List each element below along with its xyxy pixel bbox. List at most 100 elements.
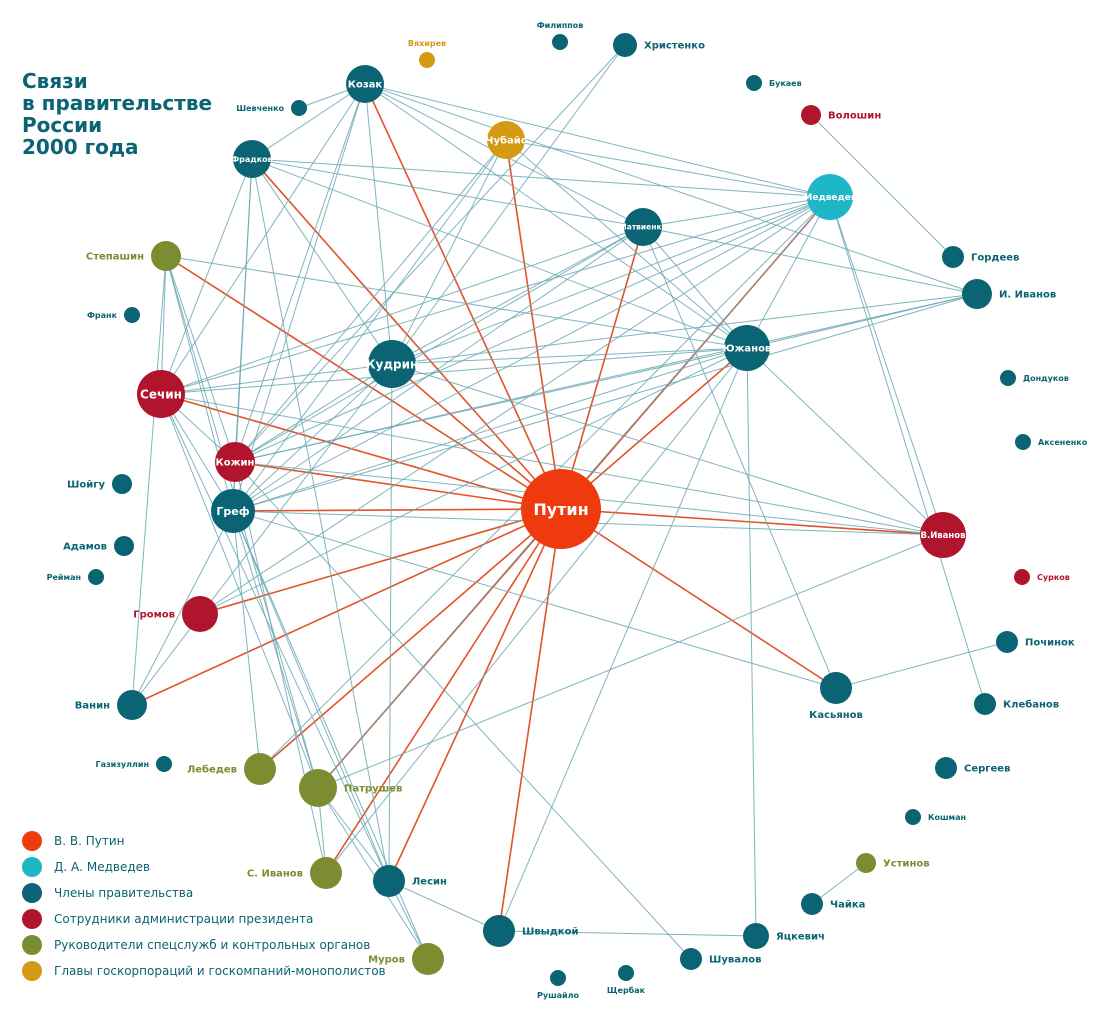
edge-kozak-kozhin bbox=[234, 83, 366, 463]
edge-shvydkoi-yuzhanov bbox=[498, 347, 748, 932]
node-label: Кожин bbox=[216, 458, 255, 469]
legend-item-security: Руководители спецслужб и контрольных орг… bbox=[22, 932, 386, 958]
node-label: Швыдкой bbox=[522, 927, 578, 938]
legend-label: Сотрудники администрации президента bbox=[54, 912, 314, 926]
edge-kudrin-vivanov bbox=[391, 363, 944, 536]
edge-vivanov-patrushev bbox=[317, 534, 944, 789]
node-adamov: Адамов bbox=[63, 536, 134, 556]
node-label: Аксененко bbox=[1038, 438, 1088, 447]
node-matvienko: Матвиенко bbox=[619, 208, 667, 246]
node-murov: Муров bbox=[368, 943, 444, 975]
node-circle bbox=[996, 631, 1018, 653]
node-shoigu: Шойгу bbox=[67, 474, 132, 494]
node-ustinov: Устинов bbox=[856, 853, 930, 873]
node-circle bbox=[124, 307, 140, 323]
node-lesin: Лесин bbox=[373, 865, 447, 897]
node-vanin: Ванин bbox=[75, 690, 147, 720]
edge-medvedev-vivanov bbox=[829, 196, 944, 536]
edge-iivanov-kudrin bbox=[391, 293, 978, 365]
legend-item-putin: В. В. Путин bbox=[22, 828, 386, 854]
legend-swatch bbox=[22, 857, 42, 877]
node-circle bbox=[117, 690, 147, 720]
edge-yuzhanov-sivanov bbox=[325, 347, 748, 874]
node-label: Филиппов bbox=[537, 21, 584, 30]
node-circle bbox=[743, 923, 769, 949]
node-circle bbox=[746, 75, 762, 91]
node-dondukov: Дондуков bbox=[1000, 370, 1069, 386]
node-circle bbox=[487, 121, 525, 159]
node-circle bbox=[419, 52, 435, 68]
edge-gref-patrushev bbox=[232, 510, 319, 789]
edge-putin-yuzhanov bbox=[560, 347, 748, 510]
node-label: Лебедев bbox=[187, 764, 237, 776]
edge-yuzhanov-gref bbox=[232, 347, 748, 512]
edge-sechin-lesin bbox=[160, 393, 390, 882]
edge-lesin-fradkov bbox=[251, 158, 390, 882]
edge-yuzhanov-sechin bbox=[160, 347, 748, 395]
edge-iivanov-kozhin bbox=[234, 293, 978, 463]
node-label: Греф bbox=[216, 505, 249, 518]
node-gref: Греф bbox=[211, 489, 255, 533]
node-sergeev: Сергеев bbox=[935, 757, 1010, 779]
edge-putin-lebedev bbox=[259, 508, 562, 770]
edge-kudrin-sechin bbox=[160, 363, 393, 395]
node-circle bbox=[962, 279, 992, 309]
node-shuvalov: Шувалов bbox=[680, 948, 761, 970]
edge-klebanov-medvedev bbox=[829, 196, 986, 705]
edge-putin-fradkov bbox=[251, 158, 562, 510]
node-circle bbox=[521, 469, 601, 549]
node-label: Южанов bbox=[723, 344, 772, 355]
legend-label: Руководители спецслужб и контрольных орг… bbox=[54, 938, 371, 952]
legend-swatch bbox=[22, 883, 42, 903]
node-circle bbox=[211, 489, 255, 533]
title-line: Связи bbox=[22, 69, 88, 93]
node-stepashin: Степашин bbox=[86, 241, 181, 271]
node-circle bbox=[624, 208, 662, 246]
node-label: Гордеев bbox=[971, 253, 1019, 264]
node-circle bbox=[373, 865, 405, 897]
node-label: Франк bbox=[87, 311, 118, 320]
edge-chubais-kozhin bbox=[234, 139, 507, 463]
node-kasyanov: Касьянов bbox=[809, 672, 863, 721]
node-circle bbox=[112, 474, 132, 494]
edge-matvienko-yuzhanov bbox=[642, 226, 748, 349]
node-shevchenko: Шевченко bbox=[236, 100, 307, 116]
node-fradkov: Фрадков bbox=[231, 140, 273, 178]
edge-vanin-stepashin bbox=[131, 255, 167, 706]
edge-gref-vanin bbox=[131, 510, 234, 706]
edge-fradkov-matvienko bbox=[251, 158, 644, 228]
edge-kozak-gref bbox=[232, 83, 366, 512]
node-filippov: Филиппов bbox=[537, 21, 584, 50]
node-klebanov: Клебанов bbox=[974, 693, 1059, 715]
diagram-title: Связи в правительстве России 2000 года bbox=[22, 70, 242, 158]
edge-khristenko-kozhin bbox=[234, 44, 626, 463]
legend-swatch bbox=[22, 909, 42, 929]
node-label: Шувалов bbox=[709, 955, 761, 966]
node-circle bbox=[412, 943, 444, 975]
edge-patrushev-lesin bbox=[317, 787, 390, 882]
edge-putin-gref bbox=[232, 508, 562, 512]
edge-matvienko-kasyanov bbox=[642, 226, 837, 689]
legend-swatch bbox=[22, 961, 42, 981]
node-circle bbox=[935, 757, 957, 779]
edge-kudrin-lesin bbox=[388, 363, 393, 882]
node-circle bbox=[905, 809, 921, 825]
title-line: в правительстве bbox=[22, 91, 213, 115]
node-label: Чайка bbox=[830, 900, 865, 911]
node-circle bbox=[182, 596, 218, 632]
node-label: Клебанов bbox=[1003, 699, 1059, 711]
node-label: Медведев bbox=[803, 193, 857, 203]
node-label: Щербак bbox=[607, 985, 646, 995]
edge-chubais-gref bbox=[232, 139, 507, 512]
edge-matvienko-kozhin bbox=[234, 226, 644, 463]
edge-putin-lesin bbox=[388, 508, 562, 882]
edge-matvienko-sechin bbox=[160, 226, 644, 395]
legend-label: В. В. Путин bbox=[54, 834, 125, 848]
node-circle bbox=[299, 769, 337, 807]
node-label: Сергеев bbox=[964, 764, 1010, 775]
node-circle bbox=[974, 693, 996, 715]
node-circle bbox=[291, 100, 307, 116]
node-medvedev: Медведев bbox=[803, 174, 857, 220]
edge-kudrin-gref bbox=[232, 363, 393, 512]
